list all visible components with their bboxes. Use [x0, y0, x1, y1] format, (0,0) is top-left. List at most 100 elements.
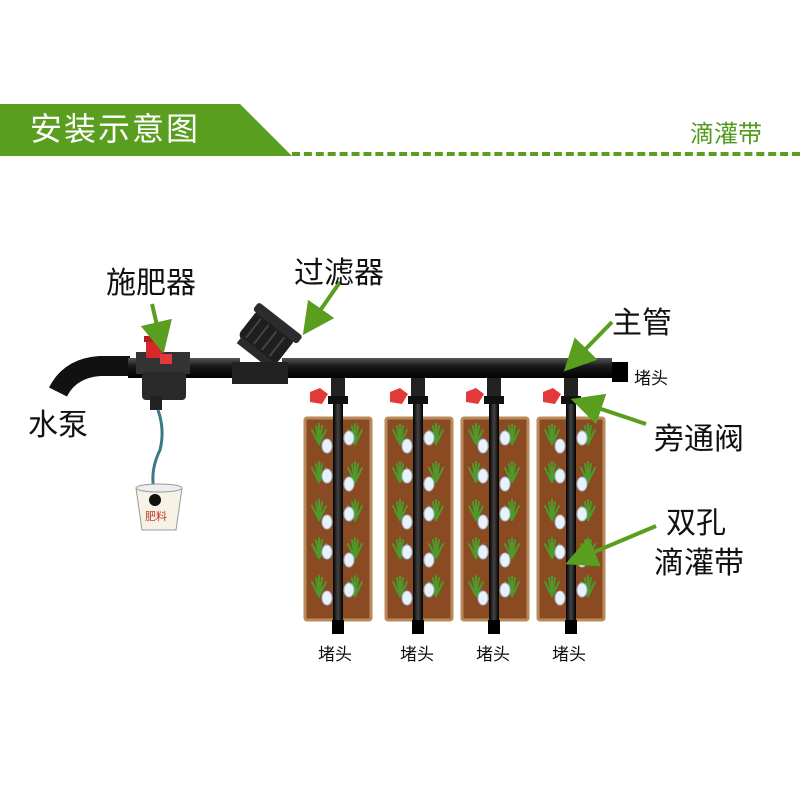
plant — [504, 461, 520, 483]
water-drop — [499, 582, 511, 598]
main-pipe — [282, 358, 612, 378]
water-drop — [576, 506, 588, 522]
arrow-filter — [302, 280, 342, 336]
drip-tape-end-cap-2 — [412, 620, 424, 634]
water-drop — [321, 468, 333, 484]
water-drop — [477, 468, 489, 484]
plant — [428, 423, 444, 445]
drip-tape-4 — [566, 380, 576, 622]
water-drop — [343, 430, 355, 446]
label-bypass-valve: 旁通阀 — [654, 422, 744, 457]
water-drop — [554, 468, 566, 484]
bypass-valve-collar-1 — [328, 396, 348, 404]
water-drop — [401, 514, 413, 530]
label-drip-tape-line1: 双孔 — [666, 506, 726, 541]
header-dashed-divider — [292, 152, 800, 156]
plant — [544, 423, 560, 445]
water-drop — [423, 430, 435, 446]
bypass-valve-handle-1 — [310, 388, 328, 404]
end-cap-label-4: 堵头 — [552, 645, 586, 665]
plant — [311, 575, 327, 597]
plant — [347, 461, 363, 483]
water-drop — [423, 552, 435, 568]
bypass-valve-collar-3 — [484, 396, 504, 404]
pump-inlet-pipe — [49, 356, 130, 397]
product-name: 滴灌带 — [690, 120, 762, 148]
end-cap-label-2: 堵头 — [400, 645, 434, 665]
water-drop — [321, 514, 333, 530]
water-drop — [401, 590, 413, 606]
plant — [311, 499, 327, 521]
water-drop — [576, 430, 588, 446]
water-drop — [499, 476, 511, 492]
plant — [468, 423, 484, 445]
suction-tube — [151, 409, 164, 491]
water-drop — [321, 590, 333, 606]
plant — [392, 423, 408, 445]
plant — [504, 537, 520, 559]
water-drop — [576, 582, 588, 598]
label-filter: 过滤器 — [294, 256, 384, 291]
end-cap-label-1: 堵头 — [318, 645, 352, 665]
arrow-drip-tape — [565, 524, 657, 567]
water-drop — [401, 438, 413, 454]
label-fertilizer-injector: 施肥器 — [106, 266, 196, 301]
water-drop — [477, 590, 489, 606]
plant — [468, 575, 484, 597]
arrow-bypass-valve — [570, 393, 647, 426]
plant — [311, 423, 327, 445]
label-drip-tape-line2: 滴灌带 — [654, 546, 744, 581]
plant — [428, 537, 444, 559]
page-title: 安装示意图 — [30, 110, 201, 148]
water-drop — [477, 514, 489, 530]
plant — [544, 575, 560, 597]
drip-tape-2 — [413, 380, 423, 622]
bypass-valve-collar-2 — [408, 396, 428, 404]
water-drop — [576, 476, 588, 492]
water-drop — [554, 590, 566, 606]
water-drop — [554, 514, 566, 530]
water-drop — [343, 476, 355, 492]
arrow-main-pipe — [563, 320, 614, 372]
plant — [347, 537, 363, 559]
water-drop — [554, 544, 566, 560]
bypass-valve-handle-4 — [543, 388, 561, 404]
drip-tape-3 — [489, 380, 499, 622]
plant — [392, 499, 408, 521]
header-banner — [0, 104, 292, 156]
bucket-label: 肥料 — [145, 509, 167, 523]
filter — [236, 303, 302, 368]
water-drop — [499, 430, 511, 446]
label-pump: 水泵 — [28, 408, 88, 443]
plant — [544, 499, 560, 521]
water-drop — [423, 476, 435, 492]
water-drop — [321, 438, 333, 454]
plant — [311, 461, 327, 483]
water-drop — [499, 552, 511, 568]
water-drop — [343, 552, 355, 568]
water-drop — [477, 438, 489, 454]
water-drop — [343, 582, 355, 598]
water-drop — [499, 506, 511, 522]
plant — [392, 575, 408, 597]
water-drop — [554, 438, 566, 454]
water-drop — [321, 544, 333, 560]
label-main-end-cap: 堵头 — [634, 369, 668, 389]
bypass-valve-handle-3 — [466, 388, 484, 404]
drip-tape-1 — [333, 380, 343, 622]
plant — [580, 461, 596, 483]
plant — [544, 537, 560, 559]
plant — [468, 537, 484, 559]
plant — [428, 461, 444, 483]
water-drop — [343, 506, 355, 522]
water-drop — [477, 544, 489, 560]
end-cap-label-3: 堵头 — [476, 645, 510, 665]
water-drop — [401, 468, 413, 484]
label-main-pipe: 主管 — [612, 306, 672, 341]
bypass-valve-handle-2 — [390, 388, 408, 404]
plant — [468, 499, 484, 521]
bypass-valve-collar-4 — [561, 396, 581, 404]
arrow-fertilizer — [140, 303, 172, 354]
fertilizer-injector — [136, 336, 190, 410]
